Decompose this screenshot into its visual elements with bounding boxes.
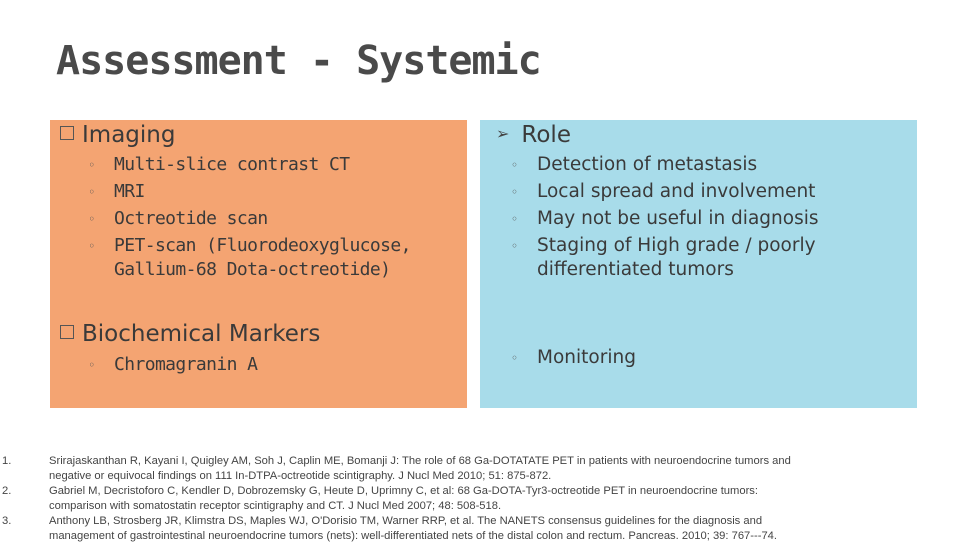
circle-bullet-icon: ◦ (511, 212, 519, 226)
monitoring-list: ◦Monitoring (511, 346, 636, 370)
reference-item-cont: negative or equivocal findings on 111 In… (49, 470, 552, 482)
list-item: ◦Monitoring (511, 347, 636, 368)
references: 1.Srirajaskanthan R, Kayani I, Quigley A… (0, 454, 960, 544)
circle-bullet-icon: ◦ (88, 158, 95, 172)
list-item-continuation: Gallium-68 Dota-octreotide) (114, 259, 391, 280)
circle-bullet-icon: ◦ (88, 212, 95, 226)
reference-item: 2.Gabriel M, Decristoforo C, Kendler D, … (2, 485, 759, 497)
circle-bullet-icon: ◦ (511, 351, 519, 365)
checkbox-bullet-icon (60, 325, 74, 339)
role-heading: ➢Role (496, 122, 571, 148)
reference-item: 3.Anthony LB, Strosberg JR, Klimstra DS,… (2, 515, 763, 527)
imaging-heading: Imaging (60, 122, 175, 148)
biochemical-heading: Biochemical Markers (60, 321, 320, 347)
circle-bullet-icon: ◦ (88, 358, 95, 372)
list-item: ◦Local spread and involvement (511, 181, 816, 202)
checkbox-bullet-icon (60, 126, 74, 140)
circle-bullet-icon: ◦ (511, 185, 519, 199)
role-panel (480, 120, 917, 408)
list-item: ◦Octreotide scan (88, 208, 268, 229)
list-item: ◦Multi-slice contrast CT (88, 154, 350, 175)
circle-bullet-icon: ◦ (511, 158, 519, 172)
circle-bullet-icon: ◦ (88, 185, 95, 199)
list-item: ◦Chromagranin A (88, 354, 258, 375)
circle-bullet-icon: ◦ (88, 239, 95, 253)
circle-bullet-icon: ◦ (511, 239, 519, 253)
imaging-panel (50, 120, 467, 408)
biochemical-list: ◦Chromagranin A (88, 353, 258, 377)
list-item-continuation: differentiated tumors (537, 259, 734, 280)
list-item: ◦May not be useful in diagnosis (511, 208, 819, 229)
role-list: ◦Detection of metastasis ◦Local spread a… (511, 153, 818, 282)
reference-item-cont: comparison with somatostatin receptor sc… (49, 500, 502, 512)
imaging-list: ◦Multi-slice contrast CT ◦MRI ◦Octreotid… (88, 153, 411, 282)
list-item: ◦PET-scan (Fluorodeoxyglucose, (88, 235, 411, 256)
arrow-bullet-icon: ➢ (496, 124, 510, 143)
list-item: ◦MRI (88, 181, 145, 202)
reference-item: 1.Srirajaskanthan R, Kayani I, Quigley A… (2, 455, 791, 467)
list-item: ◦Detection of metastasis (511, 154, 758, 175)
list-item: ◦Staging of High grade / poorly (511, 235, 816, 256)
reference-item-cont: management of gastrointestinal neuroendo… (49, 530, 778, 542)
slide-title: Assessment - Systemic (56, 38, 542, 84)
